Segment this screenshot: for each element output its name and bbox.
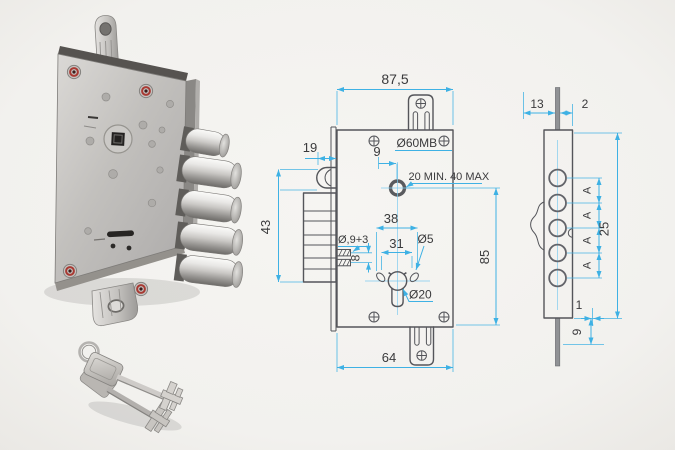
side-bolt-holes xyxy=(548,168,567,288)
front-span38-label: 38 xyxy=(384,211,398,226)
front-body-outline xyxy=(336,129,454,328)
front-keyhole xyxy=(376,271,419,308)
lock-rivets xyxy=(84,92,174,235)
front-cylinder-code-label: Ø60MB xyxy=(397,136,438,150)
front-corner-screws xyxy=(368,135,450,323)
side-pitch-label-2: A xyxy=(582,211,594,219)
side-cam-profile xyxy=(530,201,545,251)
side-rod-bottom xyxy=(555,317,561,367)
front-span31-label: 31 xyxy=(389,236,403,251)
side-rod-tail-label: 9 xyxy=(570,328,584,335)
front-keyhole-dia-label: Ø20 xyxy=(409,288,432,302)
lock-bolts xyxy=(173,126,243,288)
side-faceplate-strip xyxy=(543,129,574,319)
lock-photo xyxy=(44,15,243,327)
front-ear-hole-label: Ø5 xyxy=(418,232,434,246)
front-body-height-label: 85 xyxy=(477,250,492,264)
side-view-drawing: 13 2 A A A A 25 1 9 xyxy=(523,87,622,367)
keys-photo xyxy=(78,341,184,434)
side-notch xyxy=(567,228,573,238)
lock-bottom-edge xyxy=(55,246,185,291)
side-rod-top xyxy=(555,87,561,131)
lock-spindle-hole xyxy=(83,116,133,154)
side-strip-length-label: 25 xyxy=(597,222,612,236)
front-view-drawing: 87,5 19 9 Ø60MB 20 MIN. 40 MAX 38 31 Ø,9… xyxy=(258,71,500,372)
lock-keyhole xyxy=(93,230,134,251)
side-pitch-label-1: A xyxy=(582,186,594,194)
front-overall-width-label: 87,5 xyxy=(381,71,408,87)
lock-bottom-tab xyxy=(91,282,139,327)
side-small-offset-label: 1 xyxy=(576,298,583,312)
front-spindle-range-label: 20 MIN. 40 MAX xyxy=(409,171,490,183)
lock-top-edge xyxy=(58,46,188,81)
front-latch-profile xyxy=(316,166,337,189)
key-front xyxy=(83,352,184,412)
front-screw-gap-label: 8 xyxy=(349,254,363,261)
lock-red-screws xyxy=(62,64,154,297)
lock-front-face xyxy=(54,53,187,284)
side-pitch-label-3: A xyxy=(582,236,594,244)
front-spindle-offset-label: 9 xyxy=(373,144,380,159)
side-left-offset-label: 13 xyxy=(530,97,544,111)
front-faceplate-screw-label: Ø,9+3 xyxy=(338,234,368,246)
front-top-tab xyxy=(407,94,434,131)
front-body-width-label: 64 xyxy=(382,350,396,365)
front-bolt-block xyxy=(302,192,337,283)
front-latch-depth-label: 19 xyxy=(303,140,317,155)
side-right-offset-label: 2 xyxy=(582,97,589,111)
side-pitch-label-4: A xyxy=(582,261,594,269)
front-bolt-span-label: 43 xyxy=(258,220,273,234)
